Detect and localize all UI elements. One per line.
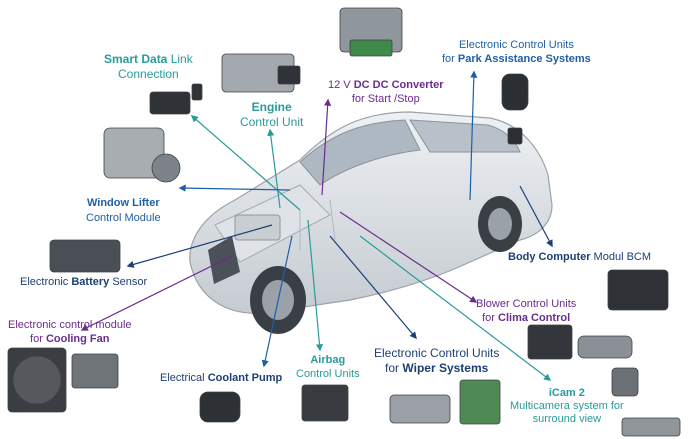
cooling-fan-line1: Electronic control module: [8, 319, 132, 331]
engine-title: Engine: [251, 100, 292, 114]
cooling-fan-label: Electronic control module for Cooling Fa…: [8, 318, 132, 346]
icam-label: iCam 2 Multicamera system for surround v…: [510, 387, 624, 426]
wiper-label: Electronic Control Units for Wiper Syste…: [374, 346, 499, 376]
arrow-smart-data: [190, 115, 301, 211]
smart-data-title: Smart Data: [104, 52, 168, 66]
dcdc-label: 12 V DC DC Converter for Start /Stop: [328, 78, 444, 106]
cooling-fan-prefix: for: [30, 333, 46, 345]
arrow-battery: [126, 224, 273, 268]
wiper-title: Wiper Systems: [402, 361, 489, 375]
airbag-ecu-image: [301, 384, 349, 422]
window-lifter-title: Window Lifter: [86, 197, 160, 209]
window-lifter-image: [103, 127, 165, 179]
blower-line1: Blower Control Units: [476, 298, 577, 310]
battery-prefix: Electronic: [20, 276, 72, 288]
arrow-blower: [339, 211, 478, 303]
park-assist-sensor-image: [501, 73, 529, 111]
engine-bay-block: [234, 214, 281, 241]
cooling-fan-title: Cooling Fan: [45, 333, 110, 345]
smart-data-label: Smart Data Link Connection: [104, 52, 193, 82]
car-windshield: [299, 119, 421, 186]
arrow-cooling-fan: [80, 255, 233, 331]
battery-title: Battery: [71, 276, 110, 288]
arrow-coolant: [261, 235, 293, 368]
battery-sensor-image: [49, 239, 121, 273]
window-lifter-subtitle: Control Module: [86, 212, 161, 224]
engine-subtitle: Control Unit: [240, 115, 304, 129]
icam-line3: surround view: [532, 413, 602, 425]
blower-title: Clima Control: [498, 312, 571, 324]
icam-image: [611, 367, 639, 397]
park-assist-label: Electronic Control Units for Park Assist…: [442, 38, 591, 66]
connector-arrows: [80, 70, 553, 381]
dcdc-title: DC DC Converter: [353, 79, 444, 91]
arrow-airbag: [307, 219, 324, 352]
arrow-body-computer: [519, 185, 553, 248]
blower-prefix: for: [482, 312, 499, 324]
body-computer-image: [607, 269, 669, 311]
engine-label: Engine Control Unit: [240, 100, 303, 130]
park-assist-title: Park Assistance Systems: [457, 53, 591, 65]
arrow-park-assist: [469, 70, 478, 201]
smart-data-title-rest: Link: [167, 52, 193, 66]
body-computer-rest: Modul BCM: [590, 251, 652, 263]
arrow-dcdc: [321, 98, 332, 196]
arrow-window-lifter: [178, 184, 291, 192]
smart-data-module-image: [149, 91, 191, 115]
coolant-pump-image: [199, 391, 241, 423]
blower-control-image: [527, 324, 573, 360]
body-computer-title: Body Computer: [508, 251, 591, 263]
body-computer-label: Body Computer Modul BCM: [508, 251, 651, 264]
blower-label: Blower Control Units for Clima Control: [476, 297, 576, 325]
window-lifter-label: Window Lifter Control Module: [86, 196, 161, 226]
airbag-label: Airbag Control Units: [296, 353, 360, 381]
arrow-engine: [267, 128, 281, 209]
arrow-icam: [359, 235, 552, 381]
airbag-subtitle: Control Units: [296, 368, 360, 380]
dcdc-subtitle: for Start /Stop: [351, 93, 420, 105]
coolant-title: Coolant Pump: [207, 372, 283, 384]
arrow-wiper: [329, 235, 417, 340]
coolant-prefix: Electrical: [160, 372, 208, 384]
wiper-prefix: for: [385, 361, 403, 375]
battery-label: Electronic Battery Sensor: [20, 276, 147, 289]
icam-title: iCam 2: [548, 387, 585, 399]
smart-data-subtitle: Connection: [118, 67, 179, 81]
coolant-pump-label: Electrical Coolant Pump: [160, 372, 282, 385]
icam-line2: Multicamera system for: [510, 400, 624, 412]
dcdc-prefix: 12 V: [328, 79, 354, 91]
battery-suffix: Sensor: [109, 276, 148, 288]
park-assist-line1: Electronic Control Units: [458, 39, 574, 51]
component-images: [7, 7, 681, 437]
airbag-title: Airbag: [310, 354, 346, 366]
park-assist-line2-prefix: for: [442, 53, 458, 65]
wiper-line1: Electronic Control Units: [374, 346, 500, 360]
wiper-ecu-image: [389, 394, 451, 424]
